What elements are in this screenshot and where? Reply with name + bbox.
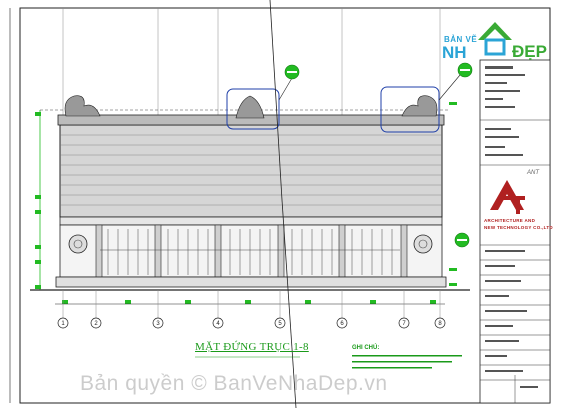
roof-tiles: [59, 124, 443, 218]
company-line-1: ARCHITECTURE AND: [484, 218, 536, 223]
title-block-rows: [480, 119, 550, 403]
axis-label-5: 5: [278, 321, 282, 327]
detail-marker-icons[interactable]: [284, 62, 473, 248]
notes-heading: GHI CHÚ:: [352, 345, 380, 351]
drawing-title: MẶT ĐỨNG TRỤC 1-8: [195, 341, 309, 353]
round-window-left: [68, 234, 88, 254]
notes-lines: [352, 355, 462, 369]
round-window-right: [413, 234, 433, 254]
title-block: [479, 59, 551, 404]
brand-name-right: ĐẸP: [512, 42, 547, 61]
axis-label-1: 1: [61, 321, 65, 327]
roof-end-ornament-right: [401, 95, 438, 117]
house-logo-icon: [478, 22, 512, 56]
green-markers: [35, 102, 457, 304]
axis-label-2: 2: [94, 321, 98, 327]
axis-bubbles: [57, 317, 446, 329]
axis-label-7: 7: [402, 321, 406, 327]
detail-callout-right[interactable]: [380, 86, 440, 133]
copyright-watermark: Bản quyền © BanVeNhaDep.vn: [80, 372, 388, 395]
facade-columns: [95, 224, 408, 278]
grid-lines-top: [62, 8, 441, 120]
company-logo-icon: [490, 180, 525, 214]
section-cut-lines: [269, 0, 297, 408]
grid-lines-bottom: [62, 290, 441, 318]
axis-label-8: 8: [438, 321, 442, 327]
axis-label-3: 3: [156, 321, 160, 327]
door-panels: [100, 229, 400, 275]
axis-labels: 1 2 3 4 5 6 7 8: [61, 321, 442, 327]
roof-center-ornament: [235, 95, 265, 119]
brand-top-text: BẢN VẼ: [444, 35, 478, 44]
axis-label-6: 6: [340, 321, 344, 327]
title-block-text-bars: [485, 66, 538, 388]
detail-callout-left[interactable]: [226, 88, 280, 130]
brand-name-left: NH: [442, 43, 467, 62]
callout-leader-lines: [278, 74, 461, 101]
roof-tile-pattern: [60, 134, 442, 206]
roof-end-ornament-left: [64, 95, 101, 117]
company-name: ARCHITECTURE AND NEW TECHNOLOGY CO.,LTD: [484, 217, 553, 231]
title-block-ant-label: ANT: [527, 170, 539, 176]
company-line-2: NEW TECHNOLOGY CO.,LTD: [484, 225, 553, 230]
facade-wall: [59, 224, 443, 278]
axis-label-4: 4: [216, 321, 220, 327]
facade-beam: [59, 216, 443, 226]
foundation-plinth: [55, 276, 447, 288]
